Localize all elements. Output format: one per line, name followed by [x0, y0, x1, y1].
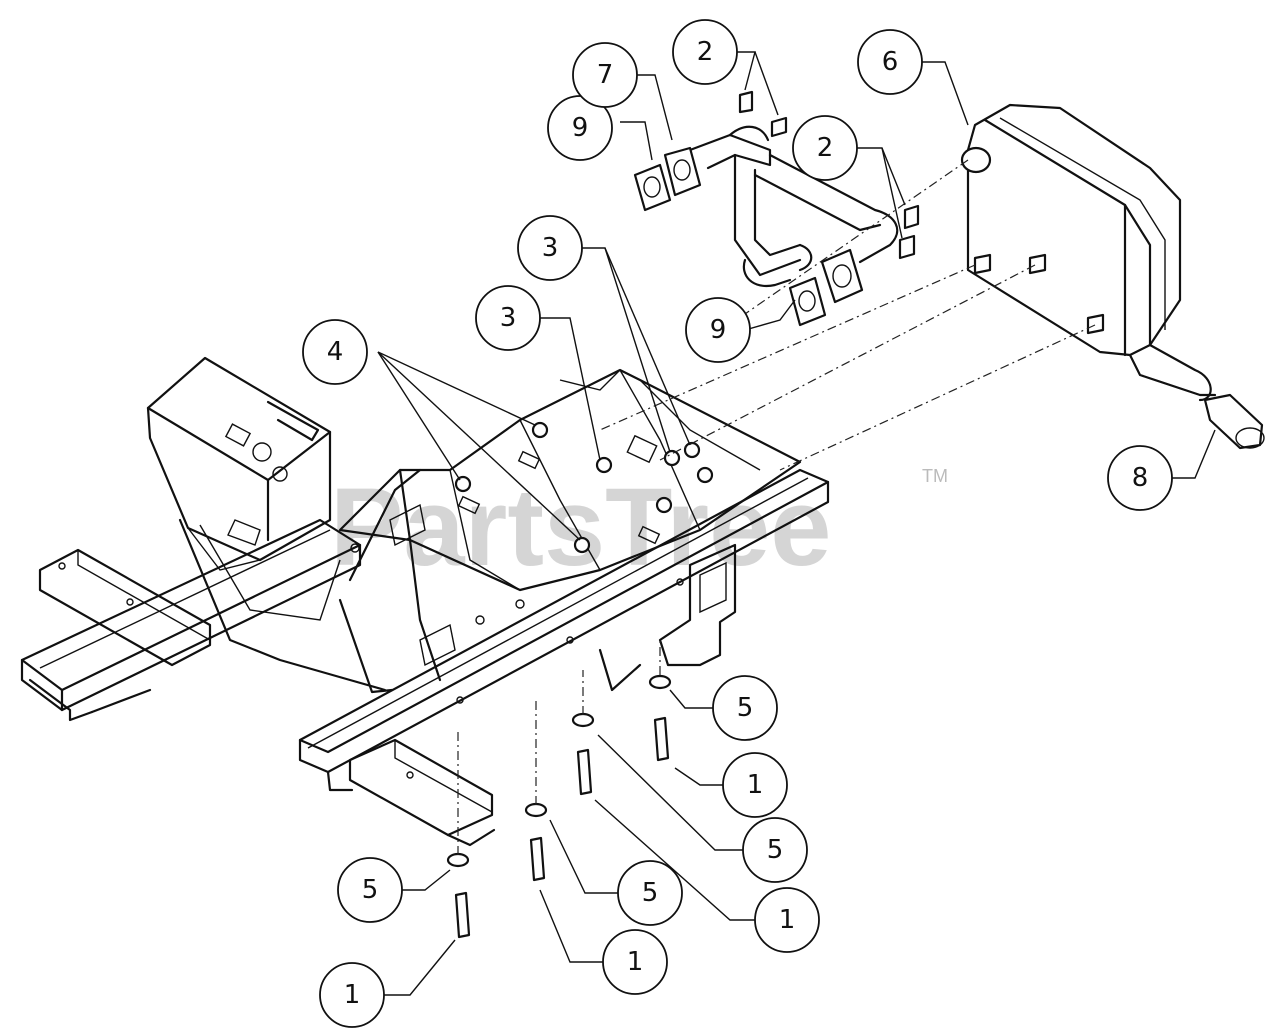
- muffler: [960, 103, 1265, 450]
- callout-6: 6: [857, 29, 923, 95]
- callout-1-label: 1: [779, 905, 796, 935]
- callout-3: 3: [475, 285, 541, 351]
- callout-2-label: 2: [697, 37, 714, 67]
- callout-3-label: 3: [542, 233, 559, 263]
- exhaust-pipe: [688, 125, 899, 288]
- frame-center-deck: [338, 368, 802, 682]
- callout-5: 5: [712, 675, 778, 741]
- frame-right-rail: [298, 468, 830, 847]
- callout-1-label: 1: [627, 947, 644, 977]
- callout-2-label: 2: [817, 133, 834, 163]
- callout-1-label: 1: [747, 770, 764, 800]
- callout-7: 7: [572, 42, 638, 108]
- callouts: 4 3 3 9 7 2 2 6: [302, 19, 1173, 1028]
- callout-3: 3: [517, 215, 583, 281]
- watermark: PartsTree TM: [330, 466, 948, 589]
- callout-5-label: 5: [642, 878, 659, 908]
- callout-5-label: 5: [362, 875, 379, 905]
- callout-5-label: 5: [737, 693, 754, 723]
- watermark-trademark: TM: [922, 466, 948, 486]
- callout-1: 1: [319, 962, 385, 1028]
- frame-left-rail: [20, 518, 362, 722]
- callout-5: 5: [617, 860, 683, 926]
- callout-9-label: 9: [710, 315, 727, 345]
- hardware: [446, 90, 1105, 939]
- callout-5: 5: [742, 817, 808, 883]
- callout-7-label: 7: [597, 60, 614, 90]
- callout-4-label: 4: [327, 337, 344, 367]
- callout-2: 2: [792, 115, 858, 181]
- callout-1: 1: [754, 887, 820, 953]
- callout-8: 8: [1107, 445, 1173, 511]
- callout-1: 1: [722, 752, 788, 818]
- callout-8-label: 8: [1132, 463, 1149, 493]
- callout-5: 5: [337, 857, 403, 923]
- frame-dash-panel: [146, 356, 422, 694]
- callout-6-label: 6: [882, 47, 899, 77]
- callout-5-label: 5: [767, 835, 784, 865]
- callout-9-label: 9: [572, 113, 589, 143]
- callout-1: 1: [602, 929, 668, 995]
- callout-1-label: 1: [344, 980, 361, 1010]
- watermark-text: PartsTree: [330, 466, 831, 589]
- callout-4: 4: [302, 319, 368, 385]
- callout-3-label: 3: [500, 303, 517, 333]
- gaskets: [633, 146, 864, 327]
- callout-9: 9: [685, 297, 751, 363]
- callout-2: 2: [672, 19, 738, 85]
- leader-lines: [375, 51, 1216, 996]
